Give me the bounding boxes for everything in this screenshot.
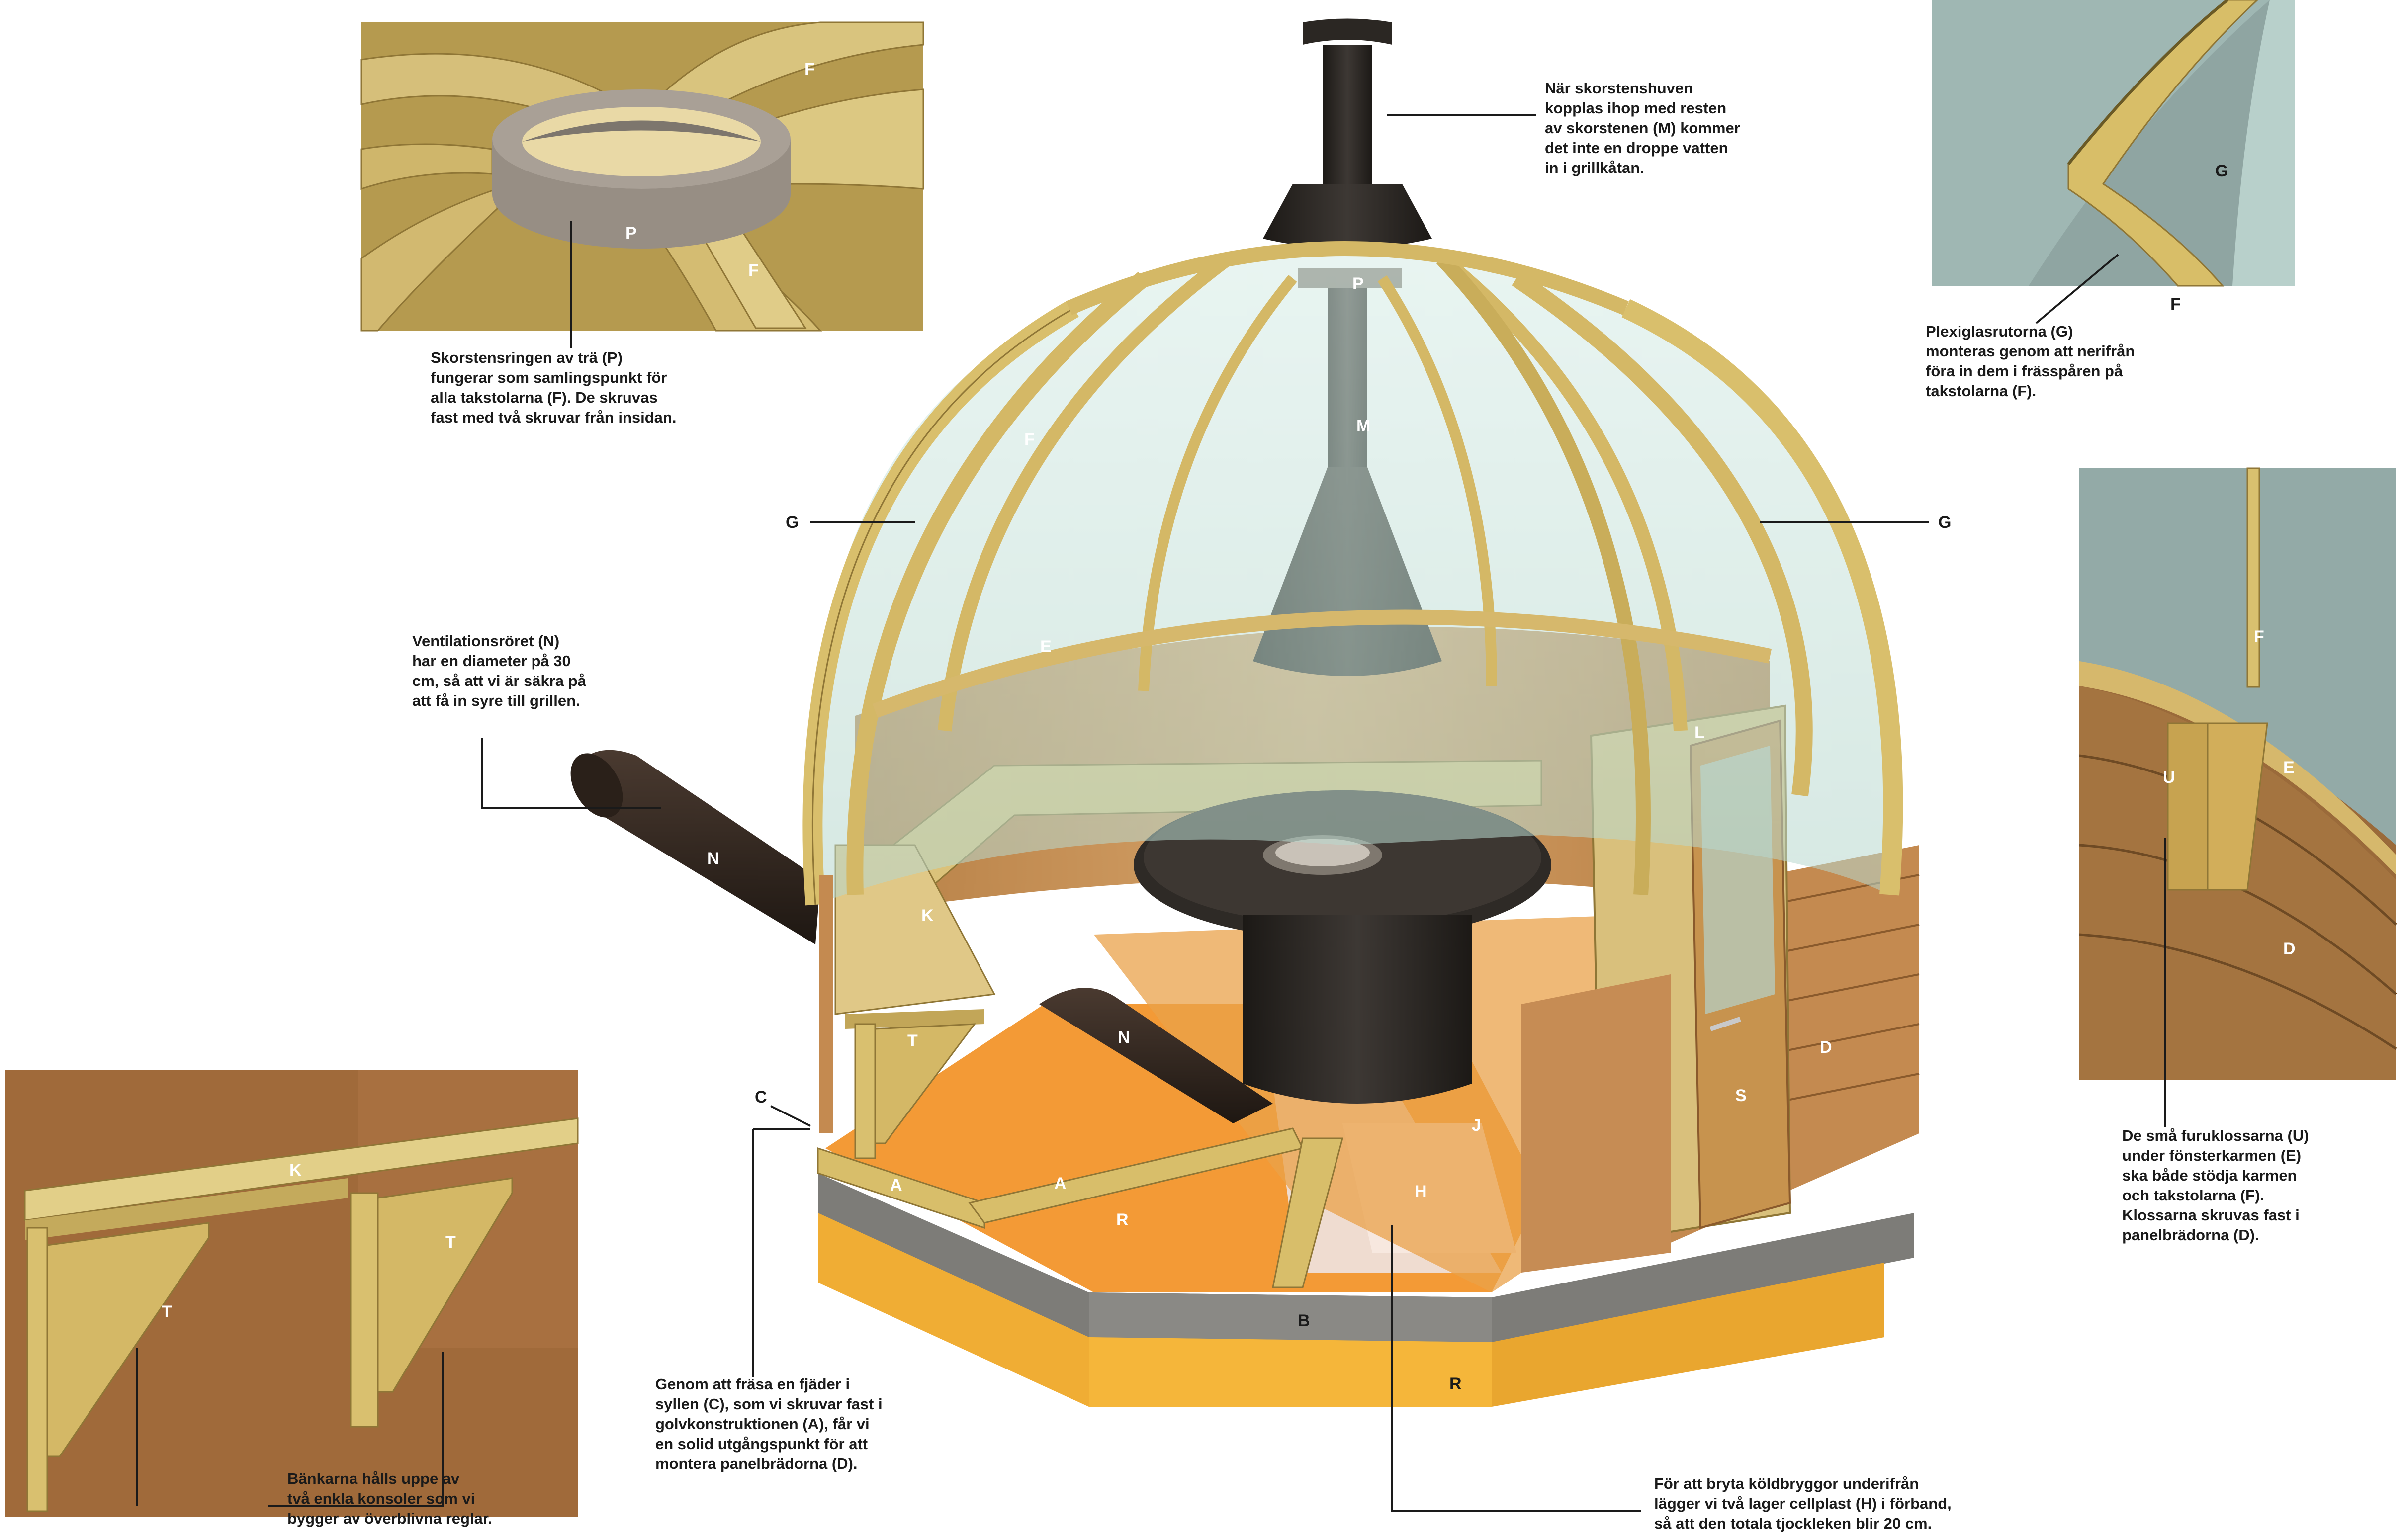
label-E-main: E — [1040, 637, 1052, 656]
label-D-main: D — [1820, 1038, 1832, 1057]
part-labels: F P F G F F U E D K T T P M F G G E L N … — [162, 60, 2296, 1393]
caption-benches: Bänkarna hålls uppe av två enkla konsole… — [287, 1470, 492, 1527]
label-T-inset1: T — [162, 1302, 172, 1321]
label-K-main: K — [921, 906, 934, 925]
label-U-inset: U — [2163, 768, 2175, 787]
label-L: L — [1694, 723, 1705, 742]
label-F-inset4: F — [2254, 627, 2264, 646]
inset-chimney-ring — [360, 21, 924, 332]
label-S: S — [1735, 1086, 1747, 1105]
caption-chimney-ring: Skorstensringen av trä (P) fungerar som … — [431, 349, 677, 426]
caption-insulation: För att bryta köldbryggor underifrån läg… — [1654, 1475, 1952, 1532]
label-P-main: P — [1352, 274, 1364, 293]
label-N-outside: N — [707, 849, 719, 868]
inset-plexiglass — [1932, 0, 2295, 287]
label-G-right: G — [1938, 513, 1951, 532]
label-R-foundation: R — [1449, 1374, 1462, 1393]
label-G-left: G — [786, 513, 799, 532]
label-D-inset: D — [2283, 940, 2296, 958]
caption-ventilation: Ventilationsröret (N) har en diameter på… — [412, 632, 586, 709]
caption-plexiglass: Plexiglasrutorna (G) monteras genom att … — [1926, 323, 2135, 400]
label-C: C — [755, 1088, 767, 1107]
caption-groove: Genom att fräsa en fjäder i syllen (C), … — [655, 1375, 883, 1472]
inset-bench-console — [5, 1070, 579, 1517]
label-F-inset3: F — [2170, 295, 2181, 314]
inset-furu-blocks — [2079, 467, 2397, 1080]
label-N-inside: N — [1118, 1028, 1130, 1047]
leader-lines — [136, 114, 2166, 1512]
label-R-floor: R — [1116, 1210, 1129, 1229]
label-M: M — [1356, 417, 1370, 435]
caption-furu-blocks: De små furuklossarna (U) under fönsterka… — [2122, 1127, 2309, 1244]
label-T-inset2: T — [445, 1233, 456, 1252]
label-F-main: F — [1024, 430, 1035, 449]
label-T-main: T — [907, 1031, 918, 1050]
label-P-inset: P — [625, 224, 637, 243]
label-G-inset: G — [2215, 162, 2228, 180]
main-hut — [570, 18, 1920, 1407]
label-B: B — [1298, 1311, 1310, 1330]
caption-chimney-hood: När skorstenshuven kopplas ihop med rest… — [1545, 80, 1740, 176]
label-E-inset: E — [2283, 758, 2295, 777]
label-A-right: A — [1054, 1174, 1067, 1193]
label-K-inset: K — [289, 1161, 302, 1180]
label-A-left: A — [890, 1176, 902, 1195]
label-F-inset2: F — [748, 261, 759, 280]
label-H: H — [1415, 1182, 1427, 1201]
label-F-inset1: F — [804, 60, 815, 79]
label-J: J — [1472, 1116, 1481, 1135]
